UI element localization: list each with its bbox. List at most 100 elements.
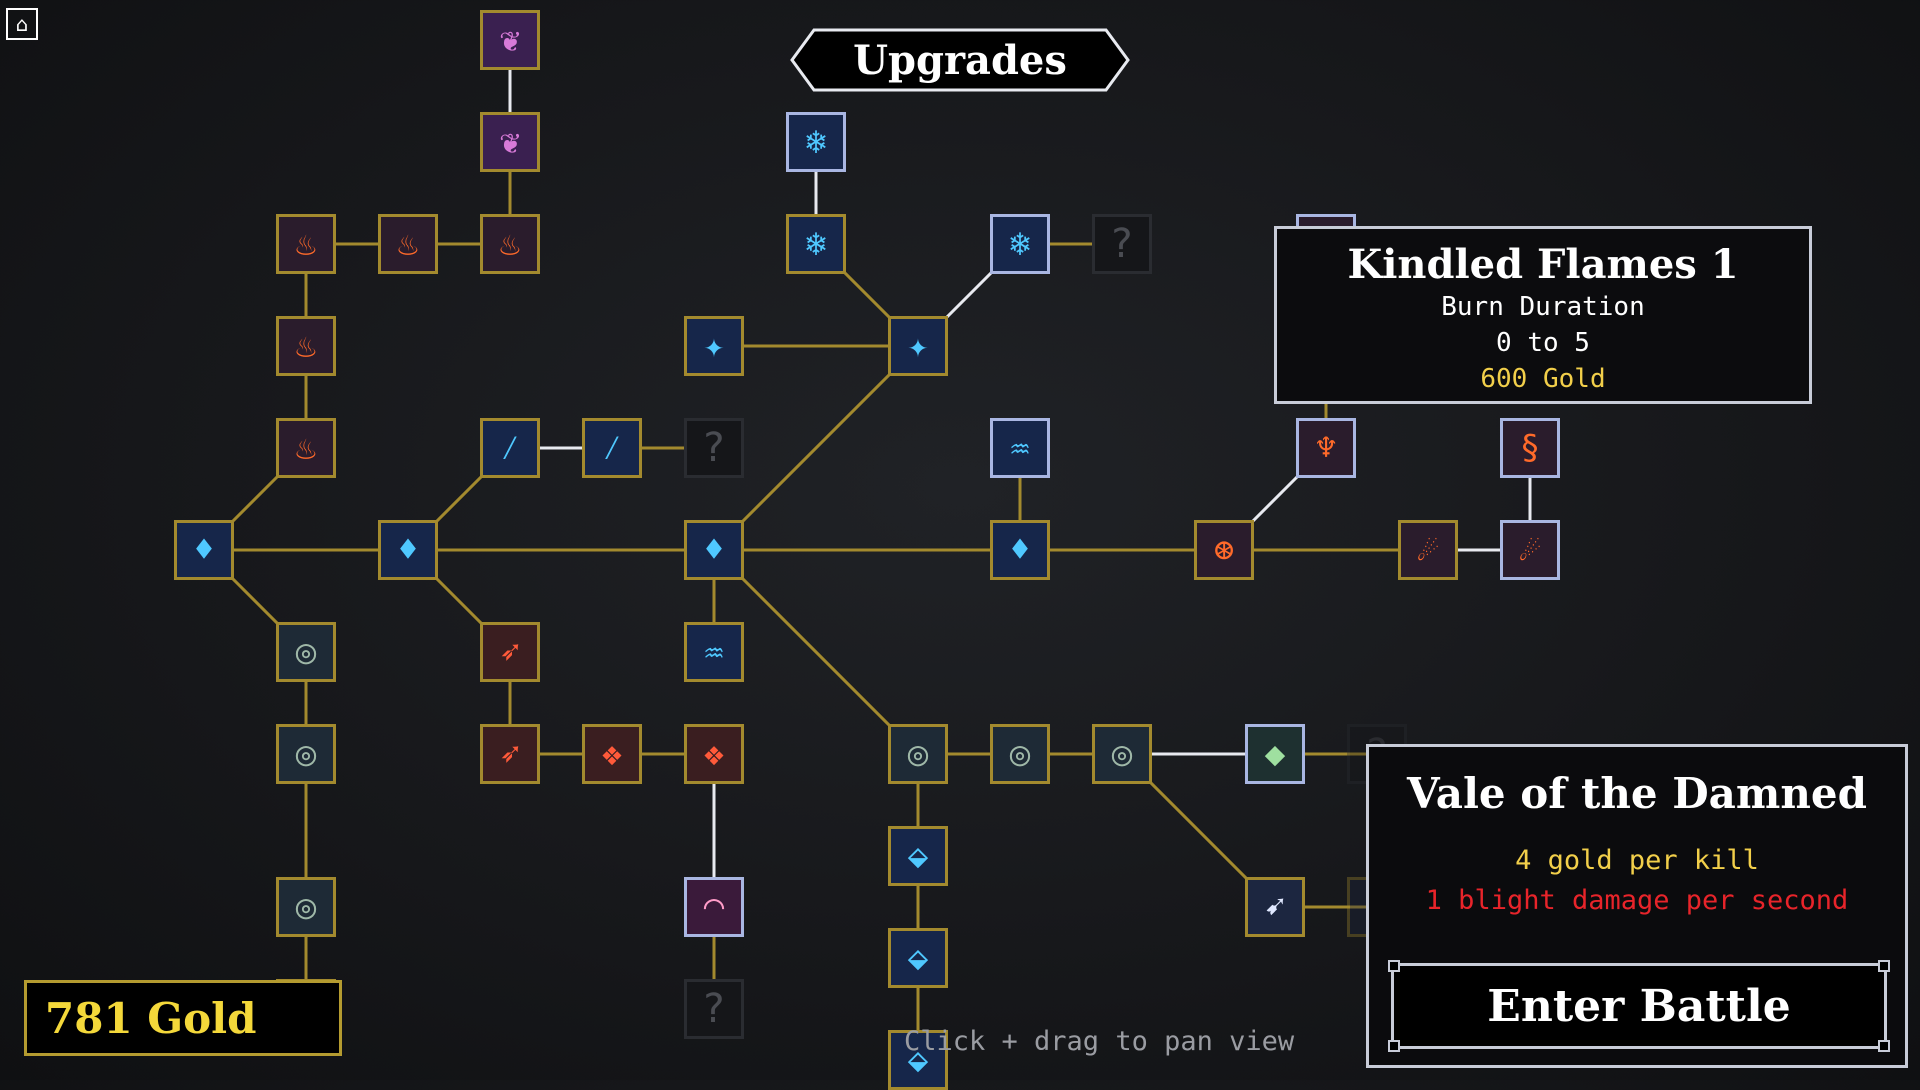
shield-icon: ◎: [295, 887, 317, 927]
upgrade-node-sonic[interactable]: ◠: [684, 877, 744, 937]
poison-icon: ❦: [499, 122, 521, 162]
button-corner: [1388, 960, 1400, 972]
upgrade-node-flame[interactable]: ♆: [1296, 418, 1356, 478]
button-corner: [1878, 1040, 1890, 1052]
slash-icon: ⁄: [499, 428, 521, 468]
upgrade-node-slash[interactable]: ⁄: [582, 418, 642, 478]
upgrade-tooltip: Kindled Flames 1 Burn Duration 0 to 5 60…: [1274, 226, 1812, 404]
ice-icon: ♦: [193, 530, 215, 570]
upgrade-node-waterfall[interactable]: ♒: [990, 418, 1050, 478]
upgrade-node-arrow[interactable]: ➹: [1245, 877, 1305, 937]
shield-icon: ◎: [1111, 734, 1133, 774]
upgrade-node-fire[interactable]: ♨: [378, 214, 438, 274]
waterfall-icon: ♒: [703, 632, 725, 672]
tooltip-name: Kindled Flames 1: [1347, 241, 1739, 288]
upgrade-node-ember[interactable]: ➶: [480, 724, 540, 784]
upgrade-node-ice[interactable]: ♦: [684, 520, 744, 580]
poison-icon: ❦: [499, 20, 521, 60]
locked-upgrade-node[interactable]: ?: [684, 418, 744, 478]
level-panel: Vale of the Damned 4 gold per kill 1 bli…: [1366, 744, 1908, 1068]
gem-icon: ⬙: [907, 836, 929, 876]
gem-icon: ⬙: [907, 1040, 929, 1080]
slash-icon: ⁄: [601, 428, 623, 468]
enter-battle-label: Enter Battle: [1487, 980, 1791, 1032]
fire-icon: ♨: [499, 224, 521, 264]
upgrade-node-gem[interactable]: ⬙: [888, 928, 948, 988]
upgrade-node-shield[interactable]: ◎: [888, 724, 948, 784]
upgrade-node-fire[interactable]: ♨: [276, 214, 336, 274]
upgrade-node-fire[interactable]: ♨: [480, 214, 540, 274]
upgrade-node-storm[interactable]: ✦: [684, 316, 744, 376]
upgrade-node-crystal[interactable]: ❄: [786, 112, 846, 172]
sonic-icon: ◠: [703, 887, 725, 927]
upgrade-node-slash[interactable]: ⁄: [480, 418, 540, 478]
fire-icon: ♨: [295, 224, 317, 264]
button-corner: [1878, 960, 1890, 972]
upgrade-node-fire[interactable]: ♨: [276, 418, 336, 478]
shield-icon: ◎: [295, 632, 317, 672]
tooltip-stat: Burn Duration: [1441, 292, 1645, 322]
upgrade-node-gem[interactable]: ⬙: [888, 826, 948, 886]
crystal-icon: ❄: [805, 224, 827, 264]
comet-icon: ☄: [1417, 530, 1439, 570]
upgrade-node-ice[interactable]: ♦: [378, 520, 438, 580]
level-gold-per-kill: 4 gold per kill: [1515, 845, 1759, 876]
tooltip-cost: 600 Gold: [1480, 364, 1606, 394]
swirl-icon: §: [1519, 428, 1541, 468]
title-banner: Upgrades: [790, 28, 1130, 92]
pan-hint: Click + drag to pan view: [904, 1026, 1295, 1057]
level-blight: 1 blight damage per second: [1425, 885, 1849, 916]
upgrade-node-waterfall[interactable]: ♒: [684, 622, 744, 682]
arrow-icon: ➹: [1264, 887, 1286, 927]
enter-battle-button[interactable]: Enter Battle: [1388, 960, 1890, 1052]
upgrade-node-comet[interactable]: ☄: [1398, 520, 1458, 580]
locked-upgrade-node[interactable]: ?: [1092, 214, 1152, 274]
home-icon: ⌂: [15, 12, 29, 36]
button-corner: [1388, 1040, 1400, 1052]
upgrade-node-shield[interactable]: ◎: [276, 877, 336, 937]
crystal-icon: ❄: [805, 122, 827, 162]
upgrade-node-rune[interactable]: ❖: [684, 724, 744, 784]
rune-icon: ❖: [601, 734, 623, 774]
title-banner-frame: [790, 28, 1130, 92]
gold-counter: 781 Gold: [24, 980, 342, 1056]
upgrade-node-comet[interactable]: ☄: [1500, 520, 1560, 580]
upgrade-node-rune[interactable]: ❖: [582, 724, 642, 784]
level-name: Vale of the Damned: [1407, 769, 1867, 818]
fire-icon: ♨: [397, 224, 419, 264]
green-icon: ◆: [1264, 734, 1286, 774]
waterfall-icon: ♒: [1009, 428, 1031, 468]
upgrade-node-shield[interactable]: ◎: [990, 724, 1050, 784]
upgrade-node-poison[interactable]: ❦: [480, 112, 540, 172]
upgrade-node-crystal[interactable]: ❄: [786, 214, 846, 274]
shield-icon: ◎: [295, 734, 317, 774]
home-button[interactable]: ⌂: [6, 8, 38, 40]
ember-icon: ➶: [499, 734, 521, 774]
upgrade-node-swirl[interactable]: §: [1500, 418, 1560, 478]
shield-icon: ◎: [907, 734, 929, 774]
comet-icon: ☄: [1519, 530, 1541, 570]
ice-icon: ♦: [397, 530, 419, 570]
ice-icon: ♦: [703, 530, 725, 570]
upgrade-node-fire[interactable]: ♨: [276, 316, 336, 376]
tree-link: [712, 548, 920, 756]
shield-icon: ◎: [1009, 734, 1031, 774]
upgrade-node-green[interactable]: ◆: [1245, 724, 1305, 784]
upgrade-node-poison[interactable]: ❦: [480, 10, 540, 70]
upgrade-node-ember[interactable]: ➶: [480, 622, 540, 682]
fire-icon: ♨: [295, 428, 317, 468]
upgrade-node-ice[interactable]: ♦: [990, 520, 1050, 580]
locked-upgrade-node[interactable]: ?: [684, 979, 744, 1039]
gem-icon: ⬙: [907, 938, 929, 978]
upgrade-node-storm[interactable]: ✦: [888, 316, 948, 376]
rune-icon: ❖: [703, 734, 725, 774]
storm-icon: ✦: [907, 326, 929, 366]
upgrade-node-shield[interactable]: ◎: [1092, 724, 1152, 784]
upgrade-node-crystal[interactable]: ❄: [990, 214, 1050, 274]
upgrade-node-vortex[interactable]: ⊛: [1194, 520, 1254, 580]
upgrade-node-shield[interactable]: ◎: [276, 622, 336, 682]
upgrade-node-shield[interactable]: ◎: [276, 724, 336, 784]
upgrade-node-ice[interactable]: ♦: [174, 520, 234, 580]
flame-icon: ♆: [1315, 428, 1337, 468]
ice-icon: ♦: [1009, 530, 1031, 570]
